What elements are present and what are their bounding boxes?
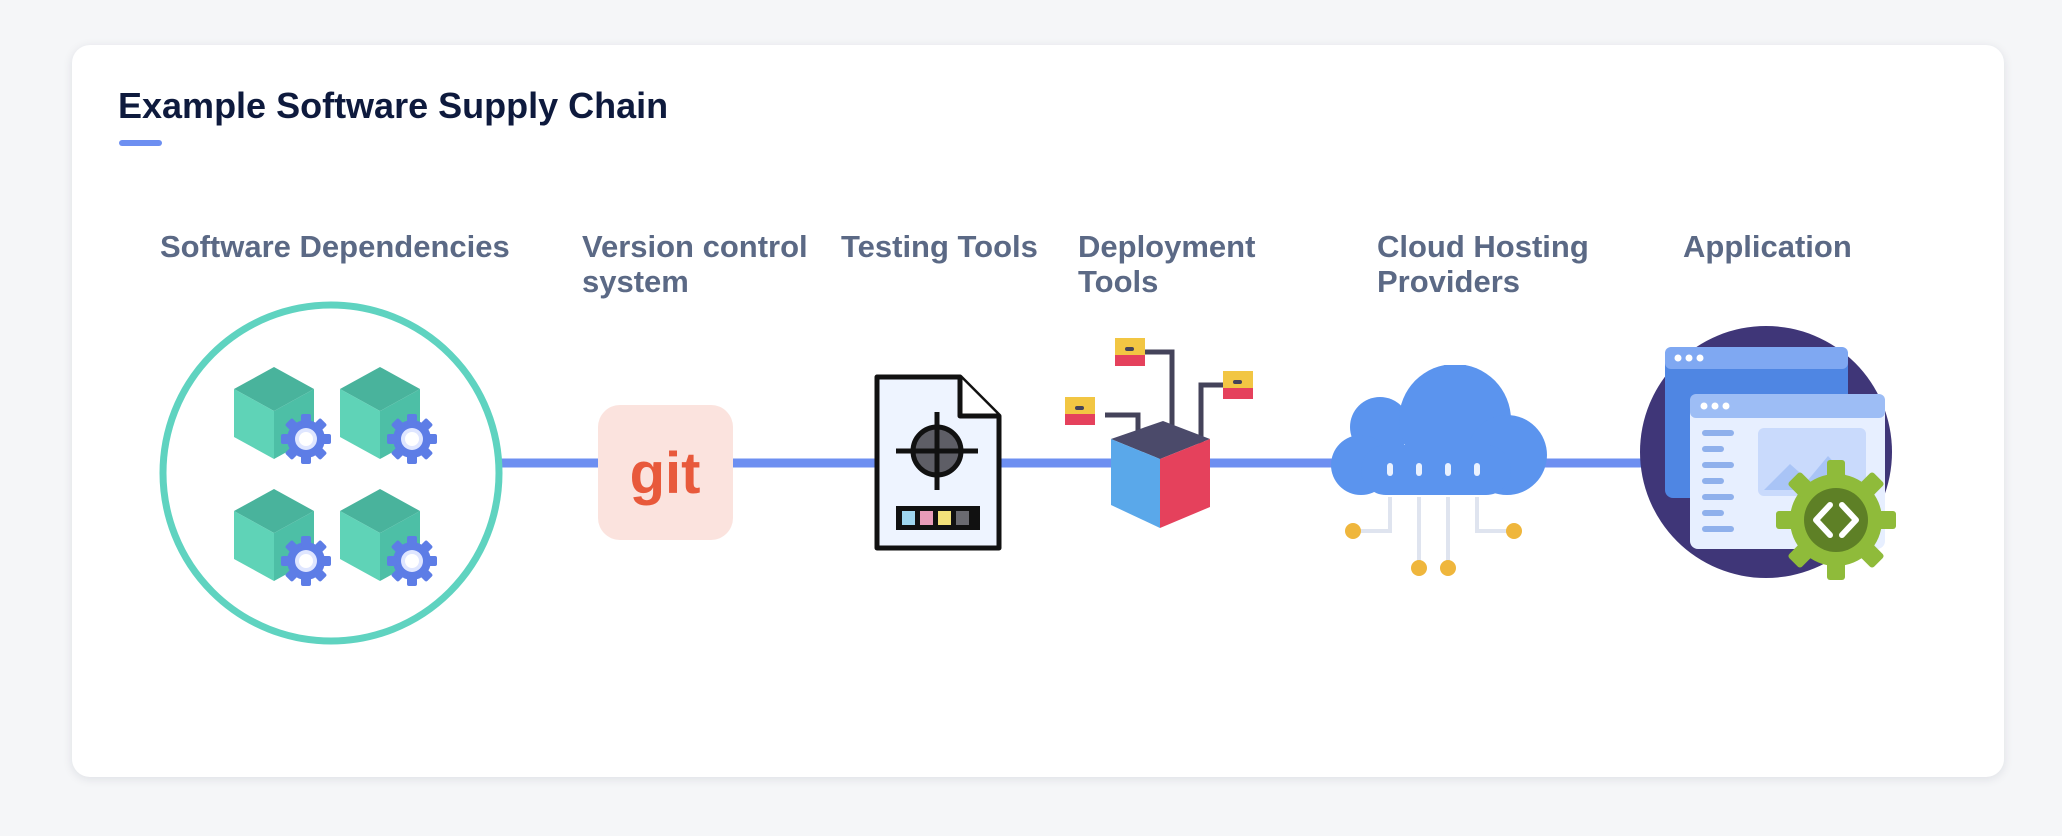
stage-label-line: Application (1683, 229, 1852, 264)
stage-label-application: Application (1683, 229, 1852, 264)
title-underline (119, 140, 162, 146)
git-logo: git (598, 405, 733, 540)
stage-label-line: Testing Tools (841, 229, 1038, 264)
stage-label-line: Version control (582, 229, 808, 264)
dependency-cubes-icon (159, 301, 503, 645)
stage-label-line: Cloud Hosting (1377, 229, 1589, 264)
stage-label-testing-tools: Testing Tools (841, 229, 1038, 264)
application-window-icon (1640, 326, 1896, 580)
stage-label-line: Software Dependencies (160, 229, 510, 264)
deployment-cube-icon (1065, 338, 1253, 528)
diagram-title: Example Software Supply Chain (118, 85, 669, 126)
test-document-icon (874, 374, 1002, 551)
stage-label-line: Tools (1078, 264, 1159, 299)
stage-label-line: Deployment (1078, 229, 1256, 264)
stage-label-deployment-tools: Deployment Tools (1078, 229, 1255, 299)
stage-label-version-control: Version control system (582, 229, 808, 299)
cloud-icon (1331, 365, 1547, 576)
stage-label-cloud-hosting: Cloud Hosting Providers (1377, 229, 1589, 299)
stage-label-line: system (582, 264, 689, 299)
git-logo-text: git (630, 441, 701, 506)
stage-label-line: Providers (1377, 264, 1521, 299)
stage-label-software-dependencies: Software Dependencies (160, 229, 510, 264)
